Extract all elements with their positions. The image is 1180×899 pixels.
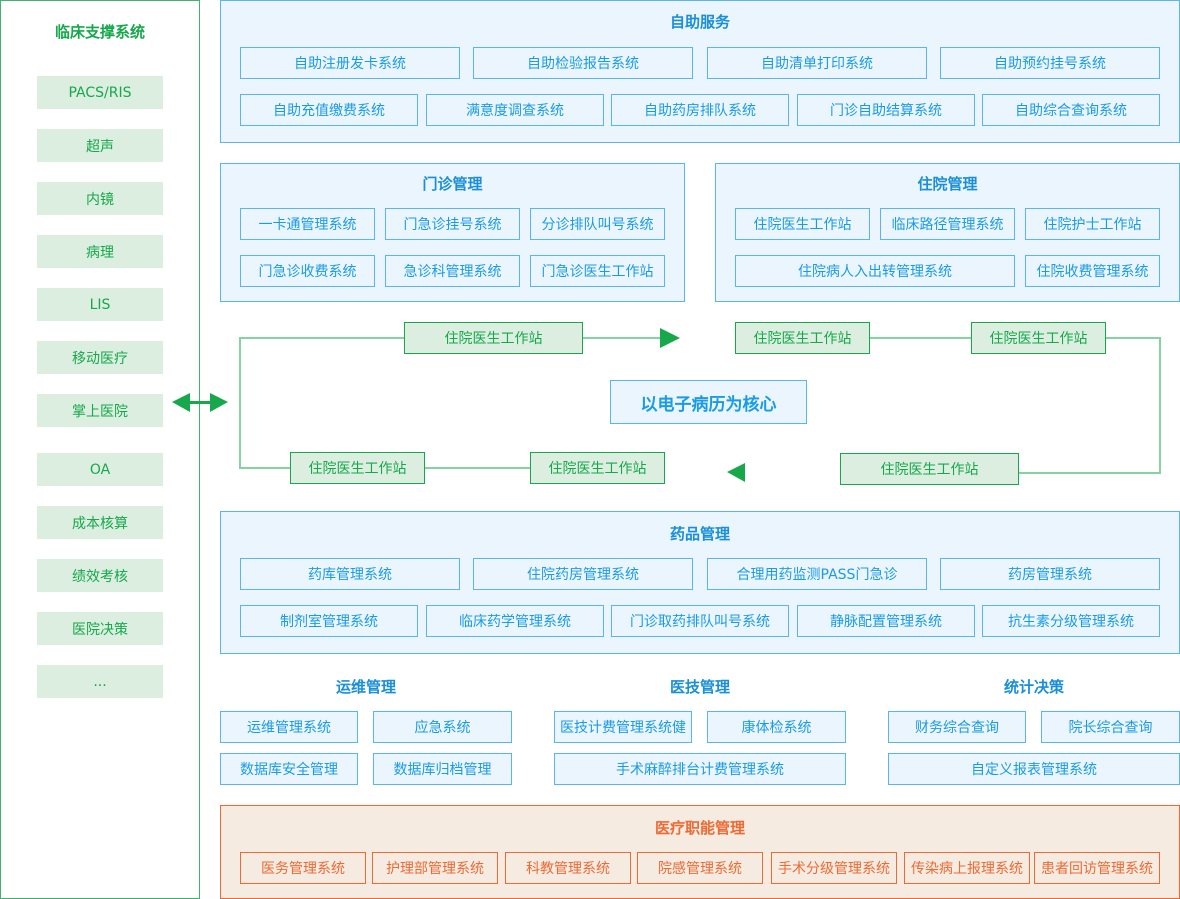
system-box[interactable]: 护理部管理系统 xyxy=(372,852,498,884)
system-box[interactable]: 自助药房排队系统 xyxy=(611,94,789,126)
system-box[interactable]: 门诊自助结算系统 xyxy=(797,94,975,126)
system-box[interactable]: 临床路径管理系统 xyxy=(880,208,1015,240)
system-box[interactable]: 门急诊收费系统 xyxy=(240,255,375,287)
system-box[interactable]: 数据库安全管理 xyxy=(220,753,358,785)
system-box[interactable]: 药房管理系统 xyxy=(940,558,1160,590)
flow-node[interactable]: 住院医生工作站 xyxy=(840,453,1019,485)
system-box[interactable]: 科教管理系统 xyxy=(505,852,631,884)
system-box[interactable]: 住院药房管理系统 xyxy=(473,558,693,590)
stats-title: 统计决策 xyxy=(1003,678,1064,696)
system-box[interactable]: 手术分级管理系统 xyxy=(771,852,897,884)
flow-node[interactable]: 住院医生工作站 xyxy=(404,322,583,354)
sidebar-title: 临床支撑系统 xyxy=(54,23,145,41)
system-box[interactable]: 住院护士工作站 xyxy=(1025,208,1160,240)
system-box[interactable]: 自定义报表管理系统 xyxy=(888,753,1180,785)
sidebar-item[interactable]: 内镜 xyxy=(37,182,163,215)
self-service-title: 自助服务 xyxy=(669,13,730,31)
ops-title: 运维管理 xyxy=(335,678,396,696)
system-box[interactable]: 院长综合查询 xyxy=(1041,711,1180,743)
arrow-left-icon xyxy=(727,463,745,482)
sidebar-item[interactable]: 绩效考核 xyxy=(37,559,163,592)
system-box[interactable]: 数据库归档管理 xyxy=(373,753,512,785)
system-box[interactable]: 自助清单打印系统 xyxy=(707,47,927,79)
system-box[interactable]: 自助充值缴费系统 xyxy=(240,94,418,126)
flow-line xyxy=(582,337,662,339)
system-box[interactable]: 合理用药监测PASS门急诊 xyxy=(707,558,927,590)
system-box[interactable]: 急诊科管理系统 xyxy=(385,255,520,287)
flow-line xyxy=(239,337,241,469)
system-box[interactable]: 住院病人入出转管理系统 xyxy=(735,255,1015,287)
system-box[interactable]: 住院收费管理系统 xyxy=(1025,255,1160,287)
system-box[interactable]: 自助检验报告系统 xyxy=(473,47,693,79)
system-box[interactable]: 运维管理系统 xyxy=(220,711,358,743)
system-box[interactable]: 门急诊医生工作站 xyxy=(530,255,665,287)
system-box[interactable]: 医务管理系统 xyxy=(240,852,366,884)
system-box[interactable]: 手术麻醉排台计费管理系统 xyxy=(554,753,846,785)
drug-title: 药品管理 xyxy=(669,525,730,543)
system-box[interactable]: 门急诊挂号系统 xyxy=(385,208,520,240)
arrow-right-icon xyxy=(660,328,680,348)
sidebar-item[interactable]: 掌上医院 xyxy=(37,394,163,427)
system-box[interactable]: 自助综合查询系统 xyxy=(982,94,1160,126)
flow-line xyxy=(239,467,291,469)
system-box[interactable]: 门诊取药排队叫号系统 xyxy=(611,605,789,637)
system-box[interactable]: 制剂室管理系统 xyxy=(240,605,418,637)
flow-node[interactable]: 住院医生工作站 xyxy=(530,452,665,484)
flow-node[interactable]: 住院医生工作站 xyxy=(735,322,870,354)
functional-title: 医疗职能管理 xyxy=(654,819,745,837)
flow-line xyxy=(1159,337,1161,474)
outpatient-title: 门诊管理 xyxy=(422,175,483,193)
flow-line xyxy=(424,467,531,469)
sidebar-item[interactable]: PACS/RIS xyxy=(37,76,163,109)
system-box[interactable]: 分诊排队叫号系统 xyxy=(530,208,665,240)
system-box[interactable]: 抗生素分级管理系统 xyxy=(982,605,1160,637)
sidebar-item[interactable]: 医院决策 xyxy=(37,612,163,645)
system-box[interactable]: 患者回访管理系统 xyxy=(1034,852,1160,884)
flow-node[interactable]: 住院医生工作站 xyxy=(290,452,425,484)
system-box[interactable]: 院感管理系统 xyxy=(637,852,763,884)
system-box[interactable]: 医技计费管理系统健 xyxy=(554,711,692,743)
sidebar-item[interactable]: 病理 xyxy=(37,235,163,268)
inpatient-title: 住院管理 xyxy=(917,175,978,193)
sidebar-item[interactable]: OA xyxy=(37,453,163,486)
double-arrow-icon xyxy=(172,393,228,412)
system-box[interactable]: 财务综合查询 xyxy=(888,711,1026,743)
sidebar-item[interactable]: ... xyxy=(37,665,163,698)
system-box[interactable]: 自助预约挂号系统 xyxy=(940,47,1160,79)
system-box[interactable]: 住院医生工作站 xyxy=(735,208,870,240)
system-box[interactable]: 满意度调查系统 xyxy=(426,94,604,126)
sidebar-item[interactable]: LIS xyxy=(37,288,163,321)
flow-line xyxy=(239,337,405,339)
system-box[interactable]: 应急系统 xyxy=(373,711,512,743)
flow-line xyxy=(1018,472,1161,474)
system-box[interactable]: 一卡通管理系统 xyxy=(240,208,375,240)
system-box[interactable]: 静脉配置管理系统 xyxy=(797,605,975,637)
system-box[interactable]: 临床药学管理系统 xyxy=(426,605,604,637)
sidebar-item[interactable]: 移动医疗 xyxy=(37,341,163,374)
tech-title: 医技管理 xyxy=(669,678,730,696)
flow-node[interactable]: 住院医生工作站 xyxy=(971,322,1106,354)
flow-line xyxy=(1105,337,1161,339)
system-box[interactable]: 传染病上报理系统 xyxy=(904,852,1030,884)
sidebar-item[interactable]: 成本核算 xyxy=(37,506,163,539)
sidebar-item[interactable]: 超声 xyxy=(37,129,163,162)
system-box[interactable]: 药库管理系统 xyxy=(240,558,460,590)
system-box[interactable]: 康体检系统 xyxy=(707,711,846,743)
system-box[interactable]: 自助注册发卡系统 xyxy=(240,47,460,79)
core-emr-box[interactable]: 以电子病历为核心 xyxy=(610,380,807,424)
flow-line xyxy=(869,337,972,339)
